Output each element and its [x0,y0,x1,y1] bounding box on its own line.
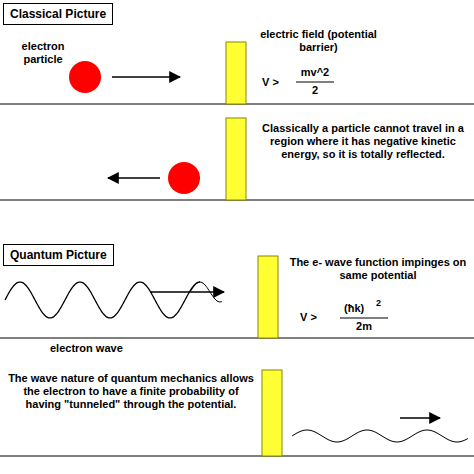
ground-line [0,456,474,457]
formula-text: V > [262,76,279,89]
motion-arrow [108,177,160,179]
formula-denominator: 2 [298,84,332,97]
electron-wave [5,282,200,318]
barrier-label: electric field (potential barrier) [256,28,381,54]
section-title-box: Classical Picture [3,3,113,25]
ground-line [0,338,474,339]
formula-text: V > [300,311,317,324]
explanation-note: The e- wave function impinges on same po… [288,256,468,282]
tunneled-wave [292,430,468,442]
explanation-note: The wave nature of quantum mechanics all… [6,372,256,411]
fraction-bar [296,82,334,83]
electron-particle [168,162,200,194]
motion-arrow [150,291,224,293]
explanation-note: Classically a particle cannot travel in … [256,122,470,161]
particle-label: electron particle [8,40,78,66]
section-title: Classical Picture [10,7,106,21]
formula-denominator: 2m [340,320,388,333]
formula-exponent: 2 [376,297,381,310]
potential-barrier [226,118,246,200]
motion-arrow [112,76,180,78]
potential-barrier [226,42,246,104]
wave-label: electron wave [50,342,123,355]
potential-barrier [262,370,282,456]
motion-arrow [400,417,440,419]
formula-numerator: (ħk) [344,302,364,315]
section-title: Quantum Picture [10,248,107,262]
potential-barrier [258,256,278,338]
section-title-box: Quantum Picture [3,244,114,266]
electron-particle [69,61,101,93]
fraction-bar [340,318,388,319]
formula-numerator: mv^2 [298,66,332,79]
